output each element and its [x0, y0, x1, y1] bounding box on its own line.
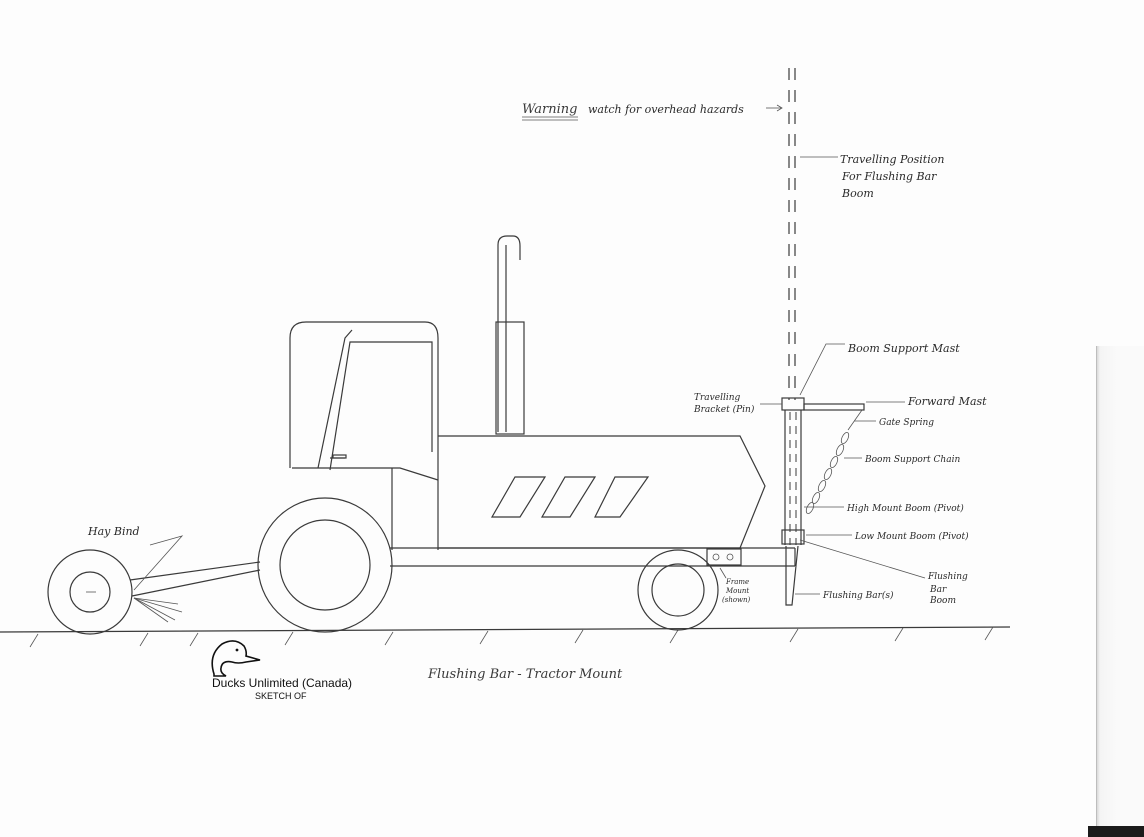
low-mount-boom-text: Low Mount Boom (Pivot) — [854, 531, 969, 542]
warning-label: Warning watch for overhead hazards — [522, 102, 783, 121]
ground-line — [0, 626, 1011, 648]
travelling-position-line2: For Flushing Bar — [841, 170, 937, 183]
rear-wheel — [257, 497, 393, 633]
duck-head-icon — [211, 640, 261, 677]
frame-mount-line3: (shown) — [722, 596, 751, 604]
frame-mount-label: Frame Mount (shown) — [719, 567, 751, 604]
hay-bind-text: Hay Bind — [87, 525, 140, 538]
flushing-bars-text: Flushing Bar(s) — [822, 590, 894, 601]
hay-bind-label: Hay Bind — [87, 525, 140, 538]
travelling-position-line1: Travelling Position — [840, 153, 944, 166]
warning-text: watch for overhead hazards — [588, 103, 744, 116]
low-mount-boom-label: Low Mount Boom (Pivot) — [806, 531, 969, 542]
diagram-caption: Flushing Bar - Tractor Mount — [427, 667, 623, 682]
frame-mount-line2: Mount — [725, 587, 749, 595]
frame-mount-plate — [706, 548, 742, 566]
flushing-bar-boom-label: Flushing Bar Boom — [799, 539, 968, 606]
flushing-bars-label: Flushing Bar(s) — [795, 590, 894, 601]
page-edge-shadow — [1088, 826, 1144, 837]
travelling-position-label: Travelling Position For Flushing Bar Boo… — [800, 153, 944, 200]
boom-support-mast-label: Boom Support Mast — [799, 342, 960, 396]
tractor-hood — [292, 435, 766, 550]
forward-mast-label: Forward Mast — [866, 395, 987, 408]
travelling-position-line3: Boom — [841, 187, 874, 200]
svg-text:Warning: Warning — [522, 102, 577, 117]
flushing-bar-boom-line2: Bar — [929, 585, 947, 595]
caption-text: Flushing Bar - Tractor Mount — [427, 667, 623, 682]
brand-subtitle: SKETCH OF — [255, 691, 307, 701]
boom-support-mast — [781, 397, 805, 545]
gate-spring-text: Gate Spring — [879, 418, 934, 428]
exhaust-stack — [495, 235, 525, 435]
boom-support-chain — [805, 409, 863, 514]
warning-emphasis: Warning — [522, 102, 577, 117]
travelling-bracket-line1: Travelling — [694, 393, 741, 403]
flushing-bar — [785, 545, 799, 606]
frame-mount-line1: Frame — [725, 578, 749, 586]
boom-support-mast-text: Boom Support Mast — [847, 342, 960, 355]
tractor-frame — [390, 547, 796, 567]
flushing-bar-boom-line3: Boom — [929, 596, 956, 606]
travelling-bracket-line2: Bracket (Pin) — [693, 404, 755, 415]
brand-block: Ducks Unlimited (Canada) SKETCH OF — [211, 640, 352, 701]
forward-mast — [803, 403, 865, 411]
tractor-cab — [289, 321, 439, 550]
high-mount-boom-label: High Mount Boom (Pivot) — [804, 503, 964, 514]
boom-support-chain-text: Boom Support Chain — [864, 455, 960, 465]
page-edge — [1096, 346, 1144, 837]
high-mount-boom-text: High Mount Boom (Pivot) — [846, 503, 964, 514]
forward-mast-text: Forward Mast — [907, 395, 987, 408]
gate-spring-label: Gate Spring — [854, 418, 934, 428]
front-wheel — [637, 549, 719, 631]
travelling-bracket-label: Travelling Bracket (Pin) — [693, 393, 782, 415]
flushing-bar-boom-line1: Flushing — [927, 572, 968, 582]
brand-name: Ducks Unlimited (Canada) — [212, 676, 352, 690]
hay-bind — [47, 535, 261, 635]
travelling-position-boom — [788, 68, 796, 400]
boom-support-chain-label: Boom Support Chain — [844, 455, 960, 465]
